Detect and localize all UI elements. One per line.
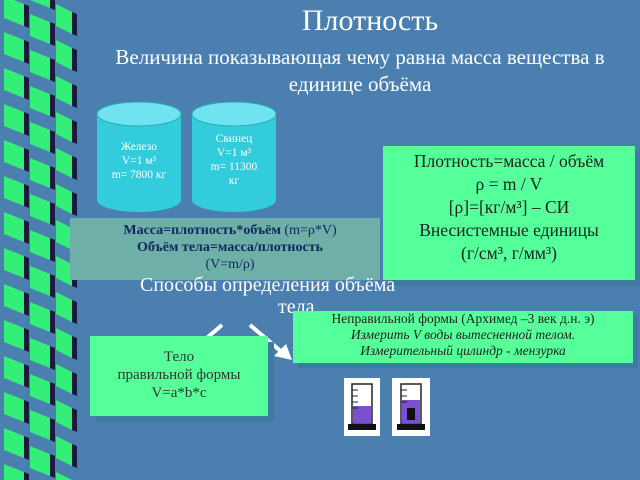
page-subtitle: Величина показывающая чему равна масса в… — [115, 45, 605, 96]
regular-line: Тело — [163, 349, 195, 365]
mass-formula-symbolic: (m=ρ*V) — [280, 223, 337, 238]
lead-name: Свинец — [215, 133, 253, 145]
lead-volume: V=1 м³ — [216, 147, 252, 159]
lead-cylinder: Свинец V=1 м³ m= 11300 кг — [190, 100, 278, 214]
formula-line: (г/см³, г/мм³) — [461, 243, 557, 263]
iron-mass: m= 7800 кг — [111, 169, 167, 181]
regular-shape-box: Тело правильной формы V=a*b*c — [90, 336, 268, 416]
volume-formula: Объём тела=масса/плотность — [137, 240, 323, 255]
formula-line: Внесистемные единицы — [419, 220, 599, 240]
measuring-cylinder-note: Измерительный цилиндр - мензурка — [360, 343, 566, 358]
density-formula-box: Плотность=масса / объём ρ = m / V [ρ]=[к… — [383, 146, 635, 280]
page-title: Плотность — [301, 4, 439, 37]
mass-relations-box — [70, 218, 380, 280]
volume-formula-symbolic: (V=m/ρ) — [205, 257, 255, 272]
irregular-method: Измерить V воды вытесненной телом. — [350, 327, 576, 342]
formula-line: [ρ]=[кг/м³] – СИ — [448, 197, 570, 217]
measuring-cylinder-icon — [344, 378, 380, 436]
mass-formula: Масса=плотность*объём — [123, 223, 281, 238]
irregular-shape-box: Неправильной формы (Архимед –3 век д.н. … — [293, 311, 633, 363]
mass-relations-text: Масса=плотность*объём (m=ρ*V) Объём тела… — [80, 222, 380, 273]
iron-cylinder: Железо V=1 м³ m= 7800 кг — [95, 100, 183, 214]
methods-heading: Способы определения объёма тела — [140, 274, 470, 318]
irregular-heading: Неправильной формы (Архимед –3 век д.н. … — [331, 311, 595, 326]
formula-line: ρ = m / V — [475, 174, 543, 194]
formula-line: Плотность=масса / объём — [413, 151, 605, 171]
lead-mass-unit: кг — [228, 175, 240, 187]
methods-heading-line1: Способы определения объёма — [140, 274, 396, 296]
measuring-cylinder-with-object-icon — [392, 378, 430, 436]
regular-volume-formula: V=a*b*c — [151, 385, 207, 401]
lead-mass: m= 11300 — [210, 161, 258, 173]
iron-volume: V=1 м³ — [121, 155, 157, 167]
iron-name: Железо — [120, 141, 158, 153]
regular-line: правильной формы — [117, 367, 241, 383]
